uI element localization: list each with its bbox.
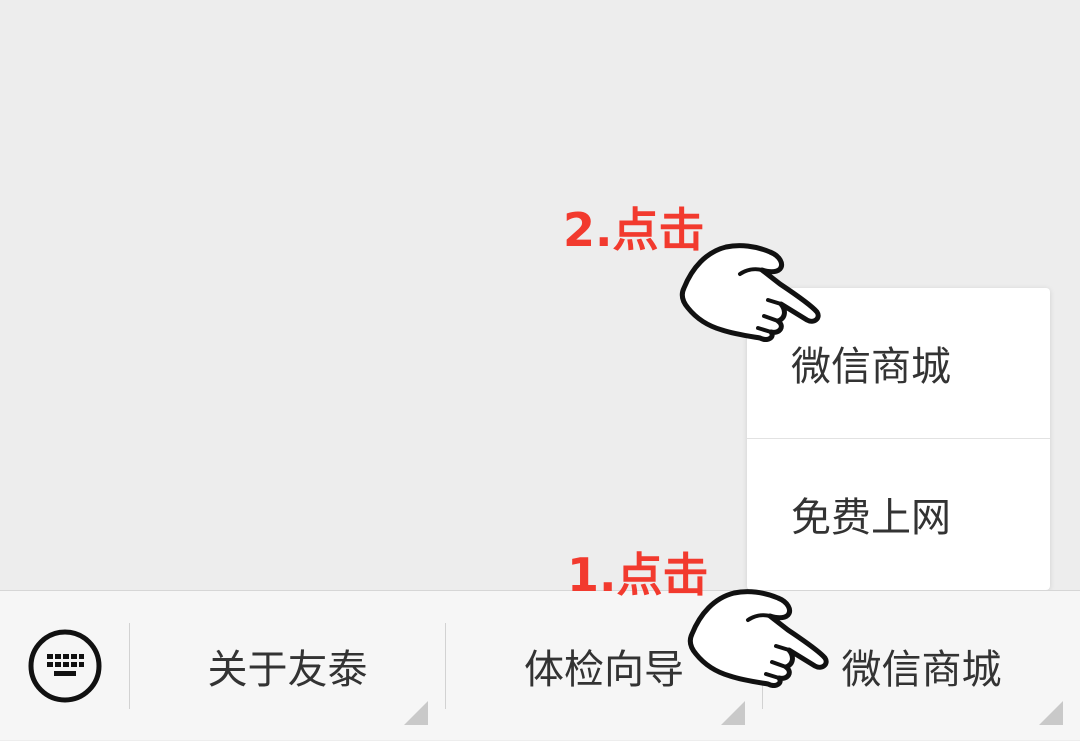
submenu-divider — [747, 438, 1050, 439]
menu-item-label: 体检向导 — [524, 647, 684, 693]
keyboard-icon — [28, 629, 102, 703]
menu-item-label: 微信商城 — [841, 647, 1002, 693]
annotation-step-2: 2.点击 — [563, 203, 705, 257]
submenu-item-label: 微信商城 — [791, 344, 951, 390]
keyboard-toggle-button[interactable] — [0, 591, 130, 741]
menu-separator — [445, 623, 446, 709]
menu-item-about[interactable]: 关于友泰 — [130, 591, 445, 741]
menu-item-checkup-guide[interactable]: 体检向导 — [446, 591, 762, 741]
menu-item-wechat-mall[interactable]: 微信商城 — [763, 591, 1080, 741]
submenu-item-free-wifi[interactable]: 免费上网 — [747, 439, 1050, 589]
pointing-hand-icon — [687, 589, 829, 688]
pointing-hand-icon — [679, 243, 821, 342]
annotation-step-1: 1.点击 — [567, 548, 709, 602]
submenu-item-wechat-mall[interactable]: 微信商城 — [747, 288, 1050, 438]
submenu-popup: 微信商城 免费上网 — [747, 288, 1050, 590]
submenu-indicator-icon — [1039, 701, 1063, 725]
menu-item-label: 关于友泰 — [207, 647, 368, 693]
menu-separator — [129, 623, 130, 709]
submenu-indicator-icon — [721, 701, 745, 725]
bottom-menu-bar: 关于友泰 体检向导 微信商城 — [0, 590, 1080, 740]
submenu-indicator-icon — [404, 701, 428, 725]
submenu-item-label: 免费上网 — [791, 495, 951, 541]
